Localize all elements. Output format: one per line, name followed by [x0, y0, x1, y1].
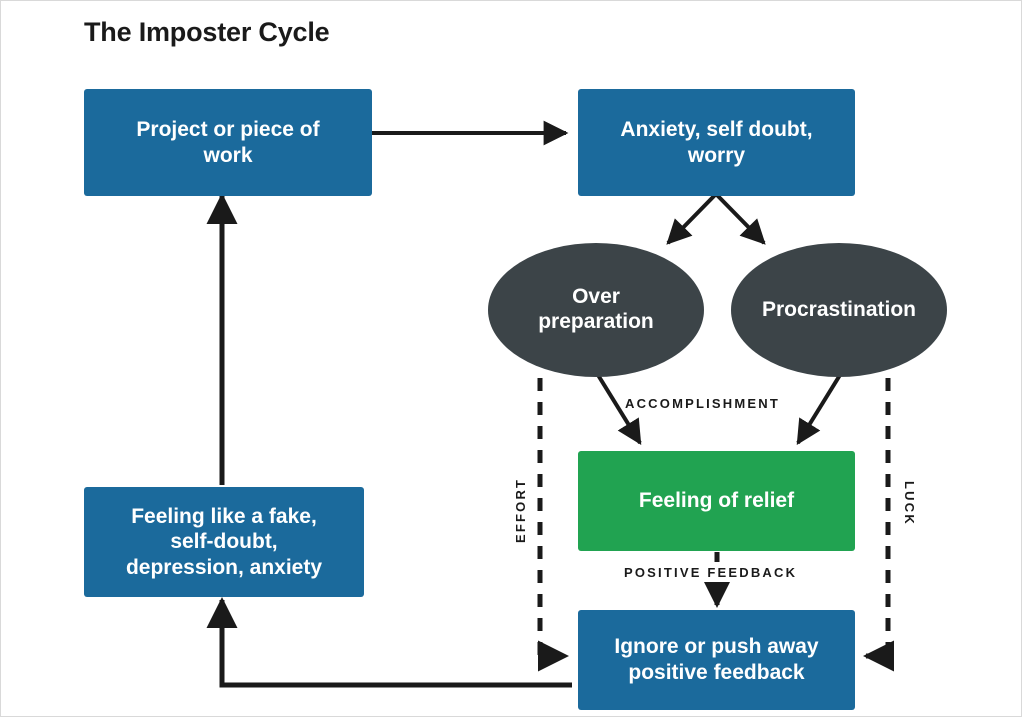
node-feeling-like-a-fake[interactable]: Feeling like a fake,self-doubt,depressio…	[84, 487, 364, 597]
dashed-luck-path	[862, 378, 894, 672]
node-relief-label: Feeling of relief	[638, 489, 795, 513]
page-title: The Imposter Cycle	[84, 17, 330, 47]
node-fake-label: Feeling like a fake,self-doubt,depressio…	[125, 504, 323, 579]
arrow-anxiety-to-procrastination	[714, 192, 766, 245]
node-procrastination-label: Procrastination	[761, 297, 917, 321]
edge-label-effort: EFFORT	[513, 477, 528, 543]
arrow-ignore-to-fake	[206, 596, 572, 688]
positive-feedback-label-backdrop	[621, 562, 817, 582]
node-anxiety-self-doubt-worry[interactable]: Anxiety, self doubt,worry	[578, 89, 855, 196]
edge-label-positive-feedback: POSITIVE FEEDBACK	[624, 565, 798, 580]
node-feeling-of-relief[interactable]: Feeling of relief	[578, 451, 855, 551]
node-procrastination[interactable]: Procrastination	[731, 243, 947, 377]
edge-label-accomplishment: ACCOMPLISHMENT	[625, 396, 781, 411]
dashed-effort-path	[537, 378, 570, 672]
arrow-procrastination-to-relief	[796, 373, 842, 446]
arrow-anxiety-to-over-preparation	[666, 192, 718, 245]
node-anxiety-label: Anxiety, self doubt,worry	[620, 117, 813, 167]
edge-label-luck: LUCK	[902, 481, 917, 526]
